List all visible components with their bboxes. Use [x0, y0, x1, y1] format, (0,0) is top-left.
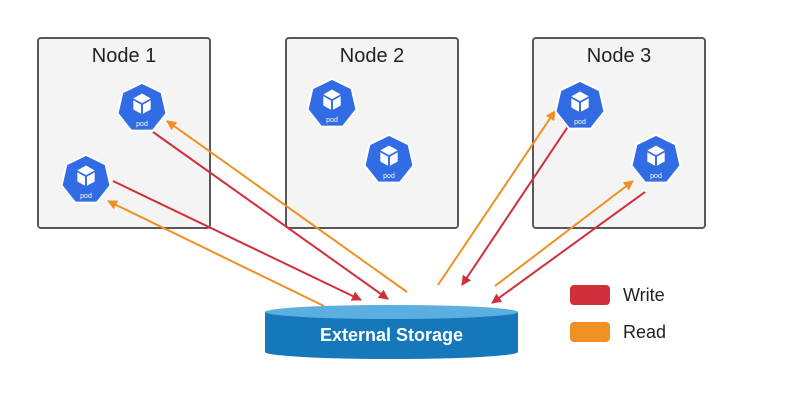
read-arrow-node3-pod1 — [437, 110, 556, 286]
node-2: Node 2 — [285, 37, 459, 229]
pod-node3-b: pod — [630, 133, 682, 184]
legend-write-label: Write — [623, 285, 665, 305]
pod-label: pod — [326, 117, 338, 124]
storage-top — [265, 305, 518, 319]
pod-label: pod — [383, 173, 395, 180]
pod-label: pod — [80, 193, 92, 200]
external-storage: External Storage — [265, 305, 518, 359]
pod-label: pod — [136, 121, 148, 128]
pod-node1-a: pod — [116, 81, 168, 132]
legend-read-swatch — [570, 322, 610, 342]
pod-node2-b: pod — [363, 133, 415, 184]
pod-label: pod — [650, 173, 662, 180]
write-arrow-node1-pod1 — [152, 131, 389, 300]
storage-label: External Storage — [320, 325, 463, 345]
legend-write-swatch — [570, 285, 610, 305]
write-arrow-node3-pod2 — [491, 191, 646, 304]
read-arrow-node1-pod2 — [107, 200, 325, 307]
write-arrow-node1-pod2 — [112, 180, 362, 301]
read-arrow-node3-pod2 — [494, 180, 634, 287]
arrows — [107, 110, 646, 307]
pod-node2-a: pod — [306, 77, 358, 128]
pod-label: pod — [574, 119, 586, 126]
node-3: Node 3 — [532, 37, 706, 229]
pod-node1-b: pod — [60, 153, 112, 204]
storage-bottom — [265, 345, 518, 359]
legend-read-label: Read — [623, 322, 666, 342]
pod-node3-a: pod — [554, 79, 606, 130]
read-arrow-node1-pod1 — [166, 120, 408, 293]
node-2-label: Node 2 — [340, 45, 405, 67]
node-1-label: Node 1 — [92, 45, 157, 67]
write-arrow-node3-pod1 — [461, 124, 570, 286]
legend: Write Read — [570, 285, 666, 342]
node-3-label: Node 3 — [587, 45, 652, 67]
